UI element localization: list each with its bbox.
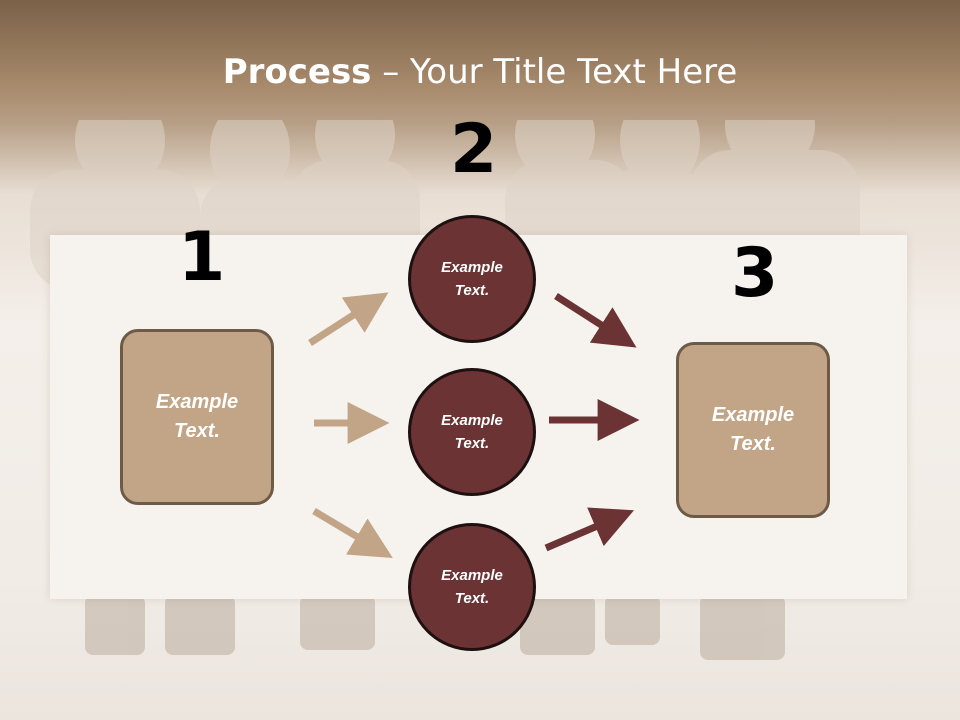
title-bold: Process (222, 52, 372, 92)
circle-bottom-text: Example Text. (441, 567, 503, 607)
step-number-2: 2 (450, 110, 498, 189)
step-1-box[interactable]: Example Text. (120, 329, 274, 505)
circle-top[interactable]: Example Text. (408, 215, 536, 343)
arrow-to-bottom-circle (312, 507, 393, 559)
arrow-to-top-circle (308, 292, 389, 346)
arrow-from-bottom-circle (544, 507, 635, 552)
step-number-3: 3 (731, 234, 779, 313)
slide-title: Process – Your Title Text Here (0, 52, 960, 92)
step-3-text: Example Text. (711, 404, 795, 455)
circle-bottom[interactable]: Example Text. (408, 523, 536, 651)
title-rest: – Your Title Text Here (371, 52, 738, 92)
step-3-box[interactable]: Example Text. (676, 342, 830, 518)
step-1-text: Example Text. (155, 391, 239, 442)
circle-middle[interactable]: Example Text. (408, 368, 536, 496)
arrow-from-top-circle (554, 293, 637, 348)
step-number-1: 1 (178, 218, 226, 297)
circle-top-text: Example Text. (441, 259, 503, 299)
circle-middle-text: Example Text. (441, 412, 503, 452)
